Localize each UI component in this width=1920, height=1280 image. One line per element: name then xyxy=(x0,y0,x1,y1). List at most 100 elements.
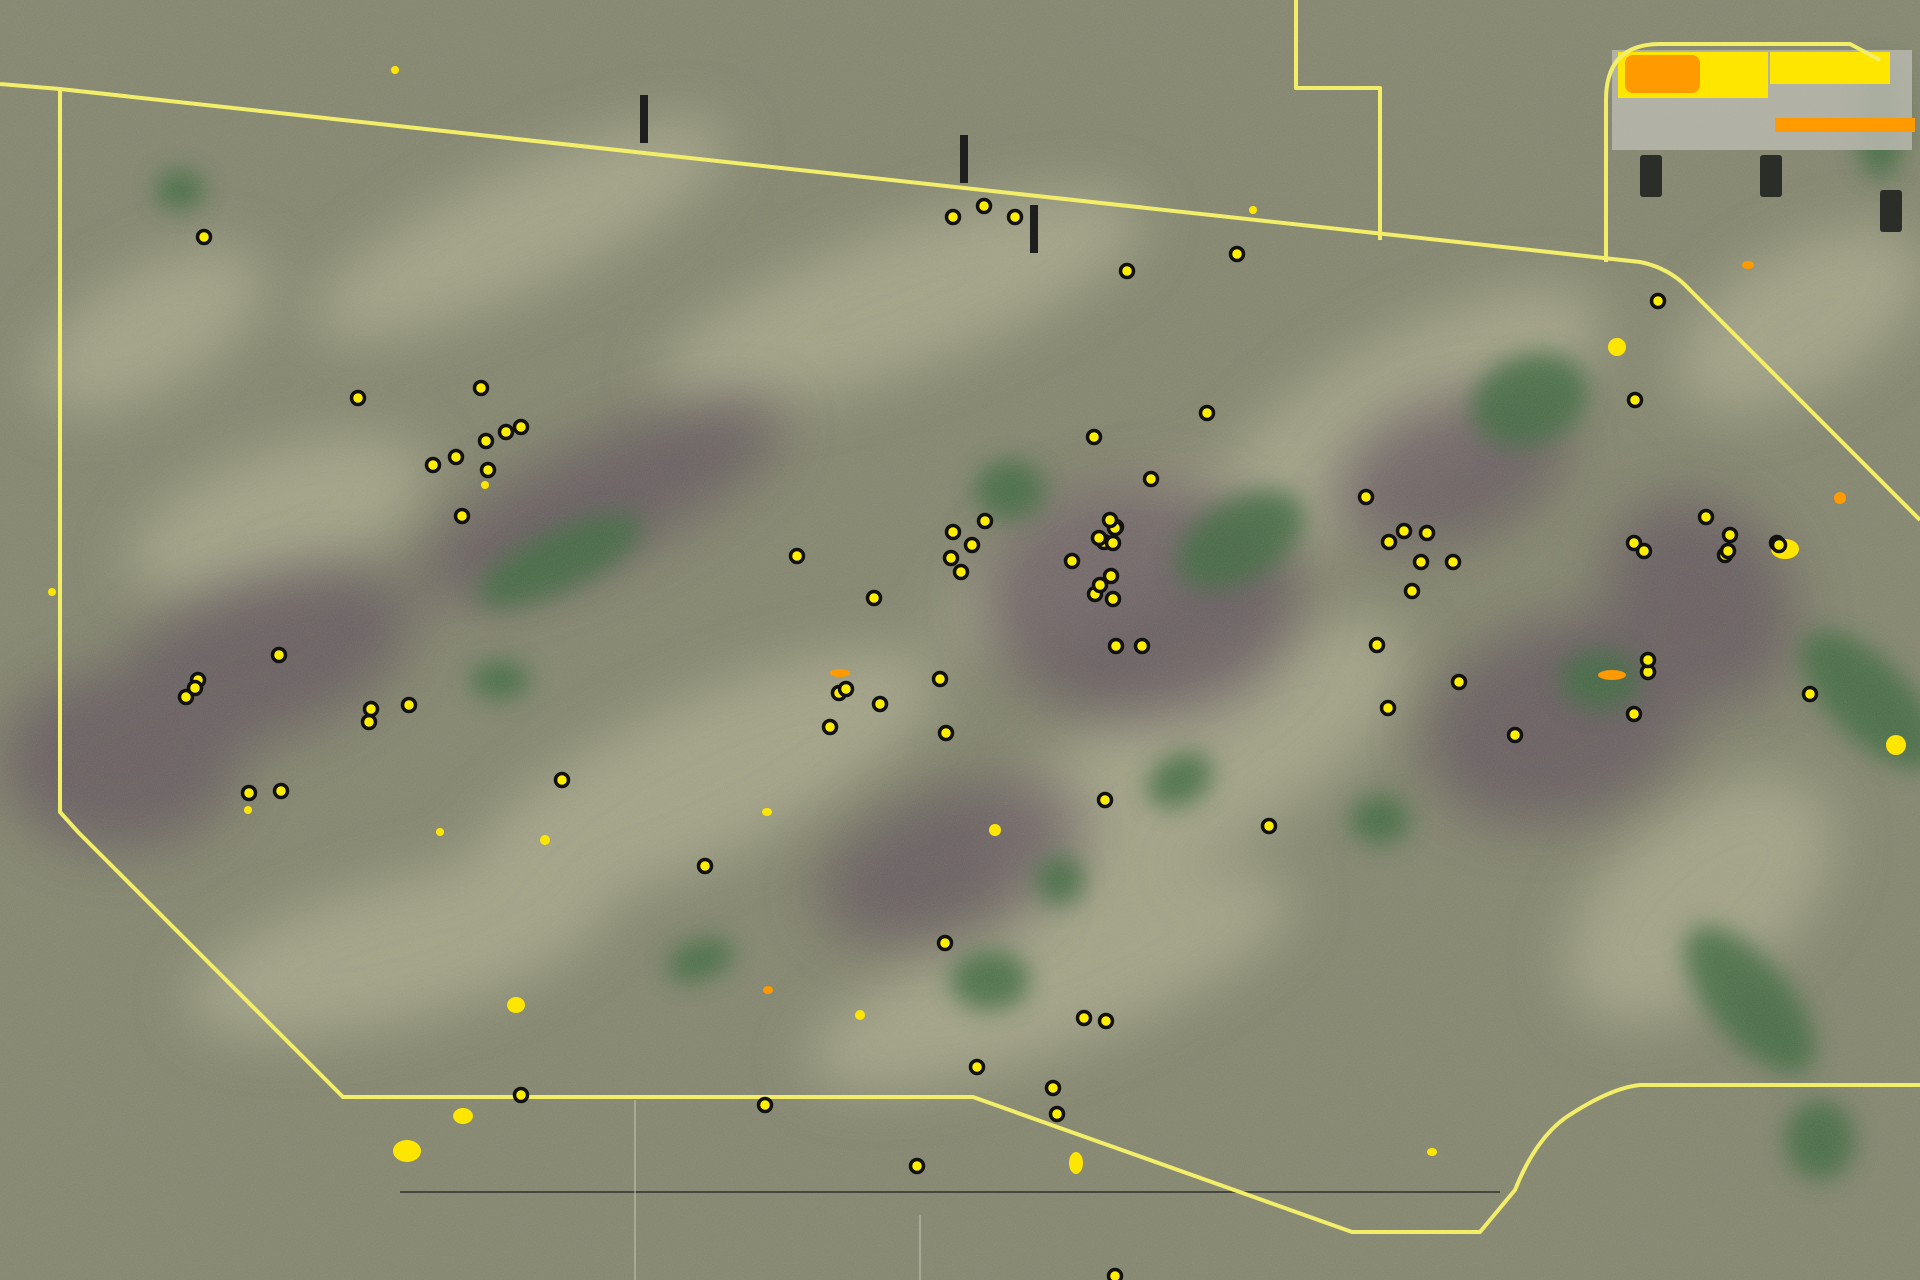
facility-yellow-area xyxy=(1770,52,1890,84)
survey-point-marker[interactable] xyxy=(1379,699,1397,717)
habitat-patch-yellow xyxy=(507,997,525,1013)
survey-point-marker[interactable] xyxy=(696,857,714,875)
habitat-patch-orange xyxy=(1742,261,1754,269)
survey-point-marker[interactable] xyxy=(1097,1012,1115,1030)
survey-point-marker[interactable] xyxy=(931,670,949,688)
survey-point-marker[interactable] xyxy=(472,379,490,397)
survey-point-marker[interactable] xyxy=(1357,488,1375,506)
survey-point-marker[interactable] xyxy=(1091,576,1109,594)
habitat-patch-yellow xyxy=(391,66,399,74)
survey-point-marker[interactable] xyxy=(963,536,981,554)
survey-point-marker[interactable] xyxy=(1770,536,1788,554)
survey-point-marker[interactable] xyxy=(1102,567,1120,585)
survey-point-marker[interactable] xyxy=(944,208,962,226)
survey-point-marker[interactable] xyxy=(1412,553,1430,571)
survey-point-marker[interactable] xyxy=(1090,529,1108,547)
survey-point-marker[interactable] xyxy=(479,461,497,479)
survey-point-marker[interactable] xyxy=(1395,522,1413,540)
survey-point-marker[interactable] xyxy=(1106,1267,1124,1280)
habitat-patch-yellow xyxy=(453,1108,473,1124)
habitat-patch-yellow xyxy=(762,808,772,816)
habitat-patch-yellow xyxy=(481,481,489,489)
survey-point-marker[interactable] xyxy=(968,1058,986,1076)
survey-point-marker[interactable] xyxy=(1063,552,1081,570)
habitat-patch-yellow xyxy=(393,1140,421,1162)
survey-point-marker[interactable] xyxy=(512,418,530,436)
survey-point-marker[interactable] xyxy=(272,782,290,800)
survey-point-marker[interactable] xyxy=(1260,817,1278,835)
survey-point-marker[interactable] xyxy=(1697,508,1715,526)
survey-point-marker[interactable] xyxy=(1719,542,1737,560)
survey-point-marker[interactable] xyxy=(1625,705,1643,723)
survey-point-marker[interactable] xyxy=(908,1157,926,1175)
boundary-main xyxy=(0,82,1920,522)
survey-point-marker[interactable] xyxy=(447,448,465,466)
survey-point-marker[interactable] xyxy=(553,771,571,789)
survey-point-marker[interactable] xyxy=(1506,726,1524,744)
survey-point-marker[interactable] xyxy=(1639,651,1657,669)
survey-point-marker[interactable] xyxy=(1450,673,1468,691)
survey-point-marker[interactable] xyxy=(1801,685,1819,703)
survey-point-marker[interactable] xyxy=(1625,534,1643,552)
survey-point-marker[interactable] xyxy=(1096,791,1114,809)
survey-point-marker[interactable] xyxy=(1118,262,1136,280)
survey-point-marker[interactable] xyxy=(424,456,442,474)
survey-point-marker[interactable] xyxy=(1403,582,1421,600)
survey-point-marker[interactable] xyxy=(1721,526,1739,544)
survey-point-marker[interactable] xyxy=(240,784,258,802)
survey-point-marker[interactable] xyxy=(1635,542,1653,560)
survey-point-marker[interactable] xyxy=(788,547,806,565)
survey-point-marker[interactable] xyxy=(400,696,418,714)
survey-point-marker[interactable] xyxy=(944,523,962,541)
survey-point-marker[interactable] xyxy=(865,589,883,607)
survey-point-marker[interactable] xyxy=(349,389,367,407)
facility-building xyxy=(1640,155,1662,197)
habitat-patch-yellow xyxy=(1608,338,1626,356)
survey-point-marker[interactable] xyxy=(195,228,213,246)
habitat-patch-yellow xyxy=(1249,206,1257,214)
survey-point-marker[interactable] xyxy=(1085,428,1103,446)
survey-point-marker[interactable] xyxy=(1133,637,1151,655)
habitat-patch-orange xyxy=(1598,670,1626,680)
survey-point-marker[interactable] xyxy=(976,512,994,530)
survey-point-marker[interactable] xyxy=(936,934,954,952)
survey-point-marker[interactable] xyxy=(937,724,955,742)
survey-point-marker[interactable] xyxy=(1228,245,1246,263)
survey-point-marker[interactable] xyxy=(837,680,855,698)
survey-point-marker[interactable] xyxy=(952,563,970,581)
habitat-patch-orange xyxy=(763,986,773,994)
survey-point-marker[interactable] xyxy=(1048,1105,1066,1123)
survey-point-marker[interactable] xyxy=(453,507,471,525)
survey-point-marker[interactable] xyxy=(1418,524,1436,542)
survey-point-marker[interactable] xyxy=(1649,292,1667,310)
survey-point-marker[interactable] xyxy=(1075,1009,1093,1027)
habitat-patch-yellow xyxy=(989,824,1001,836)
survey-point-marker[interactable] xyxy=(1142,470,1160,488)
survey-point-marker[interactable] xyxy=(270,646,288,664)
survey-point-marker[interactable] xyxy=(1101,511,1119,529)
survey-point-marker[interactable] xyxy=(1044,1079,1062,1097)
survey-point-marker[interactable] xyxy=(362,700,380,718)
survey-point-marker[interactable] xyxy=(1104,590,1122,608)
survey-point-marker[interactable] xyxy=(1104,534,1122,552)
survey-point-marker[interactable] xyxy=(1368,636,1386,654)
survey-point-marker[interactable] xyxy=(1107,637,1125,655)
survey-point-marker[interactable] xyxy=(1006,208,1024,226)
survey-point-marker[interactable] xyxy=(497,423,515,441)
survey-point-marker[interactable] xyxy=(360,713,378,731)
survey-point-marker[interactable] xyxy=(1380,533,1398,551)
survey-point-marker[interactable] xyxy=(1626,391,1644,409)
survey-point-marker[interactable] xyxy=(1198,404,1216,422)
survey-point-marker[interactable] xyxy=(1444,553,1462,571)
facility-building xyxy=(1760,155,1782,197)
survey-point-marker[interactable] xyxy=(942,549,960,567)
survey-point-marker[interactable] xyxy=(871,695,889,713)
survey-point-marker[interactable] xyxy=(821,718,839,736)
facility-structure xyxy=(960,135,968,183)
survey-point-marker[interactable] xyxy=(756,1096,774,1114)
survey-point-marker[interactable] xyxy=(186,679,204,697)
survey-point-marker[interactable] xyxy=(512,1086,530,1104)
survey-point-marker[interactable] xyxy=(477,432,495,450)
survey-point-marker[interactable] xyxy=(975,197,993,215)
